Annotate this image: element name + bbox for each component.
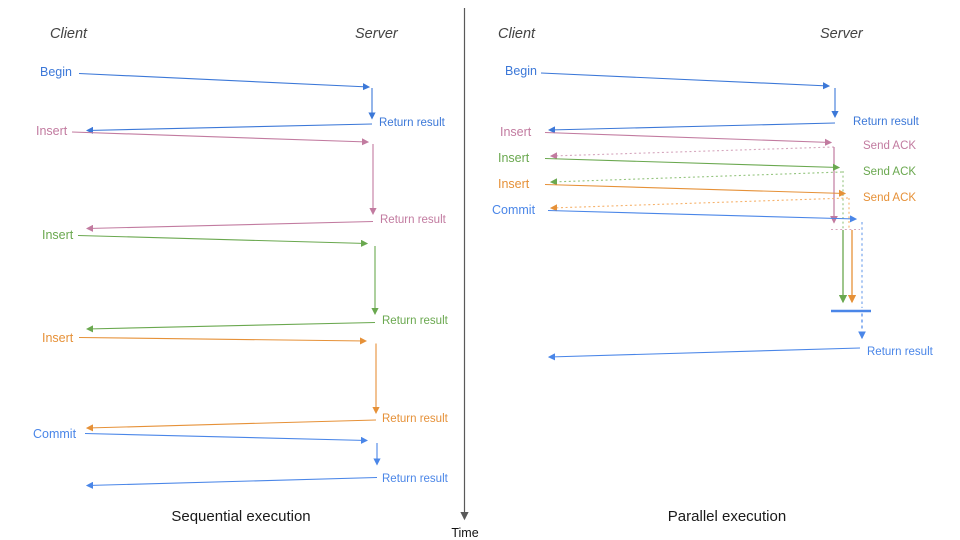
parallel-title: Parallel execution (668, 508, 786, 525)
time-axis-label: Time (451, 526, 478, 540)
par-commit-label: Commit (492, 203, 536, 217)
par-row-insert-3: Insert Send ACK (498, 177, 916, 304)
par-row-insert-2: Insert Send ACK (498, 151, 916, 304)
par-row-commit: Commit Return result (492, 203, 934, 361)
par-commit-request-arrow (547, 209, 858, 223)
par-insert3-request-arrow (544, 183, 847, 197)
seq-insert2-result-label: Return result (382, 315, 449, 327)
seq-commit-result-label: Return result (382, 473, 449, 485)
seq-row-commit: Commit Return result (33, 427, 449, 489)
seq-row-insert-1: Insert Return result (36, 124, 447, 232)
par-insert1-ack-label: Send ACK (863, 140, 916, 152)
seq-insert1-response-arrow (85, 220, 374, 232)
seq-insert3-response-arrow (85, 419, 377, 432)
seq-begin-request-arrow (78, 72, 371, 91)
par-begin-request-arrow (540, 72, 831, 90)
par-insert1-label: Insert (500, 125, 532, 139)
par-insert3-ack-dashed-arrow (549, 197, 849, 212)
par-commit-response-arrow (547, 347, 861, 361)
sequential-title: Sequential execution (171, 508, 310, 525)
seq-insert1-label: Insert (36, 124, 68, 138)
par-client-header: Client (498, 26, 536, 42)
seq-row-insert-3: Insert Return result (42, 331, 449, 432)
seq-row-begin: Begin Return result (40, 65, 446, 134)
par-begin-result-label: Return result (853, 116, 920, 128)
par-row-insert-1: Insert Send ACK (500, 125, 916, 224)
parallel-panel: Client Server Begin Return result Insert… (492, 26, 934, 525)
par-insert2-ack-label: Send ACK (863, 166, 916, 178)
seq-insert2-label: Insert (42, 228, 74, 242)
par-server-header: Server (820, 26, 864, 42)
par-begin-label: Begin (505, 64, 537, 78)
seq-begin-result-label: Return result (379, 117, 446, 129)
par-insert3-label: Insert (498, 177, 530, 191)
par-insert2-label: Insert (498, 151, 530, 165)
seq-commit-request-arrow (84, 432, 369, 444)
seq-insert2-request-arrow (77, 234, 369, 247)
seq-client-header: Client (50, 26, 88, 42)
seq-commit-response-arrow (85, 476, 378, 489)
par-insert2-request-arrow (544, 157, 841, 171)
par-begin-response-arrow (547, 122, 836, 134)
seq-begin-response-arrow (85, 123, 373, 134)
seq-insert1-request-arrow (71, 131, 370, 146)
seq-insert2-response-arrow (85, 321, 376, 333)
par-insert1-ack-dashed-arrow (549, 146, 835, 160)
seq-insert3-result-label: Return result (382, 413, 449, 425)
seq-server-header: Server (355, 26, 399, 42)
par-insert2-ack-dashed-arrow (549, 171, 843, 186)
seq-insert3-request-arrow (78, 336, 368, 345)
time-axis: Time (451, 8, 479, 540)
seq-insert3-label: Insert (42, 331, 74, 345)
seq-begin-label: Begin (40, 65, 72, 79)
seq-row-insert-2: Insert Return result (42, 228, 449, 333)
seq-insert1-result-label: Return result (380, 214, 447, 226)
par-row-begin: Begin Return result (505, 64, 920, 134)
sequential-panel: Client Server Begin Return result Insert… (33, 26, 449, 525)
par-commit-result-label: Return result (867, 346, 934, 358)
par-insert1-request-arrow (544, 131, 833, 146)
par-insert3-ack-label: Send ACK (863, 192, 916, 204)
seq-commit-label: Commit (33, 427, 77, 441)
